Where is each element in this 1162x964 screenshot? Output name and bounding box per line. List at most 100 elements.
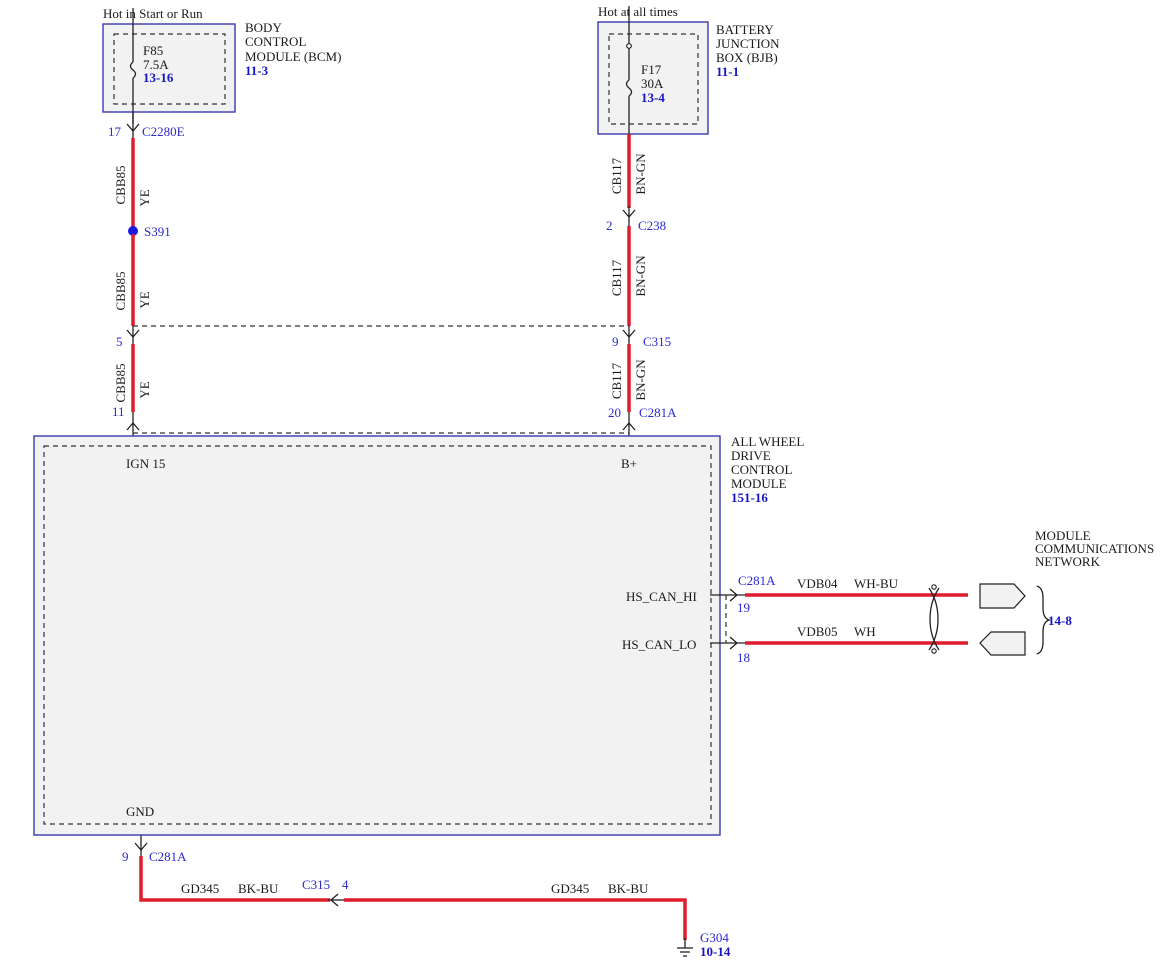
connector-c281a-hi-icon xyxy=(729,588,738,602)
connector-c2280e-label: C2280E xyxy=(142,124,185,139)
wire-cb117-circuit-2: CB117 xyxy=(609,259,624,296)
connector-c281a-gnd-label: C281A xyxy=(149,849,187,864)
wire-cb117-color-3: BN-GN xyxy=(633,359,648,401)
pin-11-label: 11 xyxy=(112,404,125,419)
ground-g304-icon xyxy=(677,947,693,957)
bjb-title-2: JUNCTION xyxy=(716,36,780,51)
fuse-f17-rating: 30A xyxy=(641,76,664,91)
pin-9-c315-label: 9 xyxy=(612,334,619,349)
bjb-outline xyxy=(597,21,709,135)
wire-cb117-color-1: BN-GN xyxy=(633,153,648,195)
fuse-f85-ref-link[interactable]: 13-16 xyxy=(143,70,174,85)
pin-9-gnd-label: 9 xyxy=(122,849,129,864)
awd-pin-gnd: GND xyxy=(126,804,154,819)
wire-cbb85-circuit-1: CBB85 xyxy=(113,165,128,204)
twisted-pair-icon xyxy=(928,587,940,651)
wire-cb117-circuit-1: CB117 xyxy=(609,157,624,194)
wire-gd345-color-2: BK-BU xyxy=(608,881,649,896)
connector-c281a-lo-icon xyxy=(729,636,738,650)
wire-gd345-circuit-1: GD345 xyxy=(181,881,219,896)
wire-gd345-seg2 xyxy=(344,898,687,940)
splice-s391-label: S391 xyxy=(144,224,171,239)
pin-4-label: 4 xyxy=(342,877,349,892)
wire-cb117-color-2: BN-GN xyxy=(633,255,648,297)
connector-c315-label: C315 xyxy=(643,334,671,349)
awd-pin-can-hi: HS_CAN_HI xyxy=(626,589,697,604)
awd-outline xyxy=(33,435,721,836)
connector-c281a-gnd-icon xyxy=(134,842,148,851)
awd-pin-ign: IGN 15 xyxy=(126,456,165,471)
connector-c281a-ign-icon xyxy=(126,422,140,431)
wire-cbb85-color-1: YE xyxy=(137,189,152,206)
pin-2-label: 2 xyxy=(606,218,613,233)
connector-c281a-can-label: C281A xyxy=(738,573,776,588)
fuse-f85-label: F85 xyxy=(143,43,163,58)
wire-cbb85-color-2: YE xyxy=(137,291,152,308)
network-ref-link[interactable]: 14-8 xyxy=(1048,613,1072,628)
wire-gd345-seg1 xyxy=(139,856,330,902)
bcm-title-2: CONTROL xyxy=(245,34,306,49)
bcm-title-3: MODULE (BCM) xyxy=(245,49,341,64)
pin-17-label: 17 xyxy=(108,124,122,139)
splice-s391-icon xyxy=(128,226,138,236)
wire-vdb04-color: WH-BU xyxy=(854,576,899,591)
wire-gd345-color-1: BK-BU xyxy=(238,881,279,896)
network-out-hi-icon xyxy=(979,583,1026,609)
wire-vdb05-color: WH xyxy=(854,624,876,639)
connector-c281a-bplus-icon xyxy=(622,422,636,431)
ground-g304-label: G304 xyxy=(700,930,729,945)
wire-cb117-circuit-3: CB117 xyxy=(609,362,624,399)
pin-18-label: 18 xyxy=(737,650,750,665)
bjb-title-1: BATTERY xyxy=(716,22,774,37)
bjb-power-header: Hot at all times xyxy=(598,4,678,19)
network-title-1: MODULE xyxy=(1035,528,1091,543)
connector-c315-gnd-icon xyxy=(330,893,339,907)
pin-20-label: 20 xyxy=(608,405,621,420)
connector-c315-right-icon xyxy=(622,329,636,338)
awd-pin-bplus: B+ xyxy=(621,456,637,471)
awd-inner-dash xyxy=(43,445,712,825)
awd-module: IGN 15 B+ HS_CAN_HI HS_CAN_LO GND ALL WH… xyxy=(33,434,804,836)
network-title-3: NETWORK xyxy=(1035,554,1101,569)
awd-title-1: ALL WHEEL xyxy=(731,434,804,449)
connector-c281a-bplus-label: C281A xyxy=(639,405,677,420)
fuse-f17-label: F17 xyxy=(641,62,662,77)
connector-c2280e-icon xyxy=(126,123,140,132)
connector-c238-label: C238 xyxy=(638,218,666,233)
bcm-inner-dash xyxy=(113,33,226,105)
connector-c315-left-icon xyxy=(126,329,140,338)
network-in-lo-icon xyxy=(979,631,1026,656)
awd-title-4: MODULE xyxy=(731,476,787,491)
connector-c238-icon xyxy=(622,209,636,218)
bcm-module: Hot in Start or Run F85 7.5A 13-16 BODY … xyxy=(102,6,341,124)
bcm-outline xyxy=(102,23,236,113)
circuit-cb117: CB117 BN-GN 2 C238 CB117 BN-GN 9 C315 CB… xyxy=(606,134,677,446)
connector-c315-gnd-label: C315 xyxy=(302,877,330,892)
wire-gd345-circuit-2: GD345 xyxy=(551,881,589,896)
fuse-f17-ref-link[interactable]: 13-4 xyxy=(641,90,665,105)
pin-19-label: 19 xyxy=(737,600,750,615)
awd-pin-can-lo: HS_CAN_LO xyxy=(622,637,696,652)
network-title-2: COMMUNICATIONS xyxy=(1035,541,1154,556)
bcm-power-header: Hot in Start or Run xyxy=(103,6,203,21)
bjb-terminal-icon xyxy=(626,43,632,49)
fuse-f85-rating: 7.5A xyxy=(143,57,169,72)
circuit-cbb85: 17 C2280E CBB85 YE S391 CBB85 YE 5 CBB85… xyxy=(108,112,185,446)
network-brace-icon xyxy=(1036,585,1052,655)
bjb-title-3: BOX (BJB) xyxy=(716,50,778,65)
awd-title-2: DRIVE xyxy=(731,448,771,463)
awd-ref-link[interactable]: 151-16 xyxy=(731,490,768,505)
ground-circuit: 9 C281A GD345 BK-BU C315 4 GD345 BK-BU G… xyxy=(122,835,731,959)
bcm-ref-link[interactable]: 11-3 xyxy=(245,63,269,78)
bjb-ref-link[interactable]: 11-1 xyxy=(716,64,739,79)
fuse-f85-icon xyxy=(129,61,137,79)
bcm-title-1: BODY xyxy=(245,20,282,35)
pin-5-label: 5 xyxy=(116,334,123,349)
wire-cbb85-color-3: YE xyxy=(137,381,152,398)
awd-title-3: CONTROL xyxy=(731,462,792,477)
wire-vdb05-circuit: VDB05 xyxy=(797,624,837,639)
wire-vdb04-circuit: VDB04 xyxy=(797,576,838,591)
ground-ref-link[interactable]: 10-14 xyxy=(700,944,731,959)
bjb-module: Hot at all times F17 30A 13-4 BATTERY JU… xyxy=(597,4,780,135)
